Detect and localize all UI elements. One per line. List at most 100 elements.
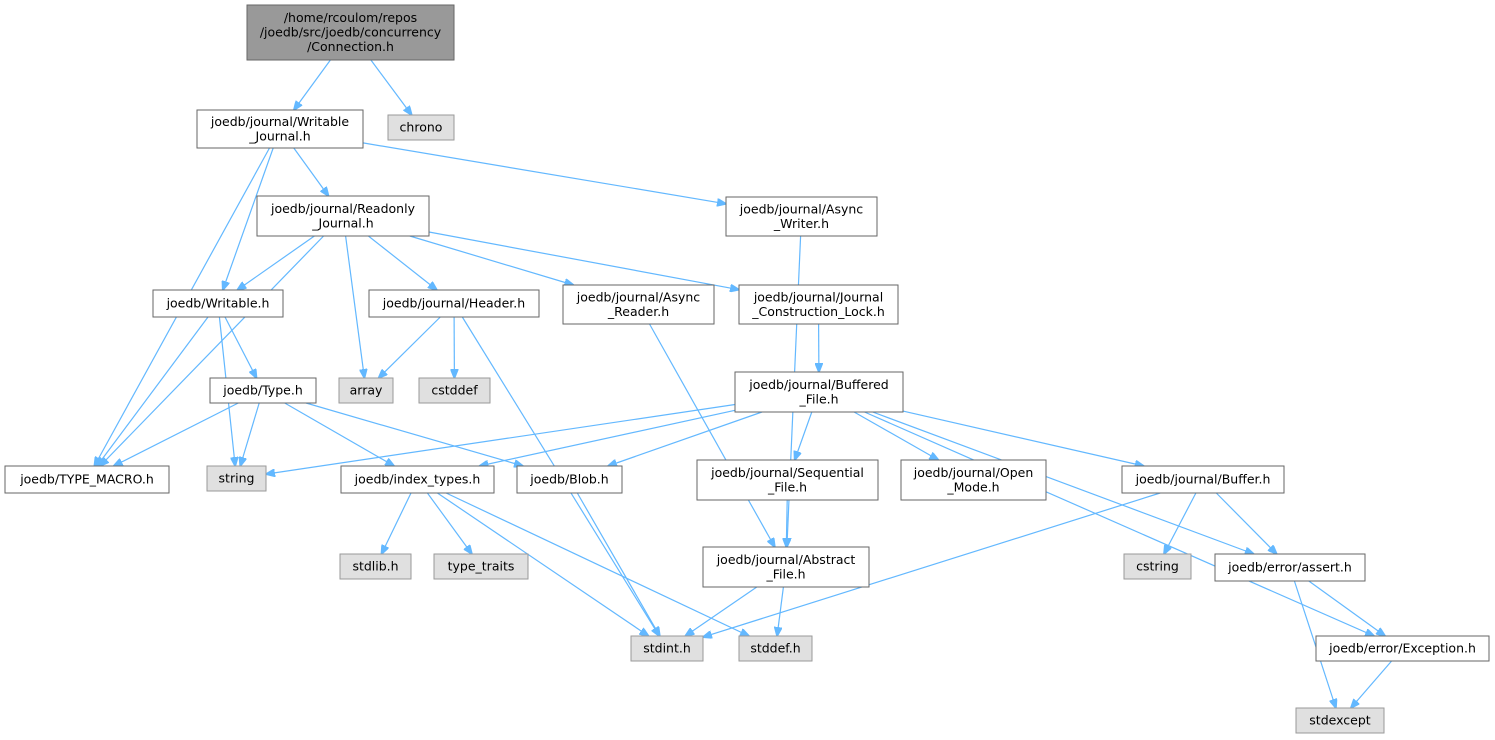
node-box (368, 289, 540, 318)
node-connection: /home/rcoulom/repos/joedb/src/joedb/conc… (246, 4, 455, 61)
edge-buffered_file-to-blob (608, 411, 763, 466)
edge-type-to-index_types (284, 402, 394, 466)
edge-writable_journal-to-async_writer (362, 142, 726, 204)
node-header[interactable]: joedb/journal/Header.h (368, 289, 540, 318)
edge-buffered_file-to-string (266, 403, 736, 475)
edge-index_types-to-type_traits (426, 492, 472, 554)
node-open_mode[interactable]: joedb/journal/Open_Mode.h (900, 459, 1047, 501)
node-index_types[interactable]: joedb/index_types.h (340, 465, 495, 494)
node-box (1214, 553, 1366, 582)
node-label: /Connection.h (307, 39, 394, 54)
edge-readonly_journal-to-async_reader (409, 235, 574, 285)
node-box (696, 459, 879, 501)
edge-buffered_file-to-assert (872, 411, 1254, 554)
node-label: chrono (400, 120, 443, 135)
node-label: joedb/TYPE_MACRO.h (19, 472, 154, 487)
edge-index_types-to-stddef (445, 492, 749, 636)
node-async_writer[interactable]: joedb/journal/Async_Writer.h (725, 196, 878, 237)
node-label: array (350, 383, 383, 398)
node-box (387, 114, 455, 141)
node-label: joedb/error/Exception.h (1328, 641, 1476, 656)
edge-buffered_file-to-buffer (902, 410, 1144, 466)
node-label: stdexcept (1309, 713, 1370, 728)
node-box (562, 284, 715, 325)
node-label: joedb/error/assert.h (1227, 560, 1352, 575)
edge-async_reader-to-abstract_file (648, 323, 775, 547)
node-box (152, 289, 284, 318)
node-async_reader[interactable]: joedb/journal/Async_Reader.h (562, 284, 715, 325)
node-label: cstring (1136, 559, 1179, 574)
edge-index_types-to-stdlib (382, 492, 412, 554)
edge-type-to-type_macro (114, 402, 239, 466)
node-buffer[interactable]: joedb/journal/Buffer.h (1121, 465, 1285, 494)
node-label: _Reader.h (607, 304, 669, 319)
node-box (209, 377, 317, 404)
edge-type-to-string (240, 402, 260, 466)
node-label: _File.h (798, 391, 838, 406)
edge-writable-to-type_macro (97, 316, 209, 466)
node-box (339, 553, 412, 580)
node-box (738, 635, 813, 662)
node-label: joedb/journal/Abstract (716, 552, 856, 567)
node-label: stdlib.h (352, 559, 398, 574)
node-box (4, 465, 170, 494)
node-box (738, 284, 899, 325)
edge-buffered_file-to-exception (864, 411, 1375, 636)
edge-buffer-to-stdint (703, 492, 1161, 637)
edge-assert-to-stdexcept (1293, 580, 1336, 708)
node-label: stddef.h (750, 641, 800, 656)
edge-readonly_journal-to-journal_lock (428, 231, 739, 290)
node-label: joedb/journal/Journal (753, 289, 883, 304)
node-cstring: cstring (1123, 553, 1192, 580)
edge-connection-to-chrono (370, 59, 412, 115)
node-box (725, 196, 878, 237)
edge-type-to-blob (305, 402, 523, 466)
edge-sequential_file-to-abstract_file (786, 499, 787, 547)
node-cstddef: cstddef (418, 377, 491, 404)
node-label: type_traits (448, 559, 515, 574)
edge-writable_journal-to-writable (223, 147, 274, 290)
node-blob[interactable]: joedb/Blob.h (516, 465, 623, 494)
node-label: cstddef (431, 383, 478, 398)
node-box (1121, 465, 1285, 494)
node-label: _Construction_Lock.h (751, 304, 885, 319)
node-abstract_file[interactable]: joedb/journal/Abstract_File.h (702, 546, 870, 588)
node-writable[interactable]: joedb/Writable.h (152, 289, 284, 318)
node-label: _Mode.h (946, 479, 999, 494)
node-type[interactable]: joedb/Type.h (209, 377, 317, 404)
edge-connection-to-writable_journal (294, 59, 331, 110)
node-label: _Journal.h (248, 128, 310, 143)
node-stdint: stdint.h (630, 635, 704, 662)
edge-readonly_journal-to-array (345, 235, 365, 378)
node-journal_lock[interactable]: joedb/journal/Journal_Construction_Lock.… (738, 284, 899, 325)
node-box (338, 377, 394, 404)
node-label: /home/rcoulom/repos (284, 10, 417, 25)
node-stdlib: stdlib.h (339, 553, 412, 580)
node-assert[interactable]: joedb/error/assert.h (1214, 553, 1366, 582)
node-chrono: chrono (387, 114, 455, 141)
edge-readonly_journal-to-header (368, 235, 437, 290)
edge-buffer-to-cstring (1164, 492, 1197, 554)
node-box (900, 459, 1047, 501)
node-box (1123, 553, 1192, 580)
node-box (1295, 707, 1385, 734)
node-readonly_journal[interactable]: joedb/journal/Readonly_Journal.h (256, 195, 430, 237)
node-buffered_file[interactable]: joedb/journal/Buffered_File.h (734, 371, 904, 413)
node-box (196, 109, 364, 149)
edge-buffered_file-to-sequential_file (795, 411, 813, 460)
node-exception[interactable]: joedb/error/Exception.h (1315, 635, 1490, 662)
node-sequential_file[interactable]: joedb/journal/Sequential_File.h (696, 459, 879, 501)
node-label: joedb/journal/Buffer.h (1135, 472, 1271, 487)
node-box (1315, 635, 1490, 662)
node-array: array (338, 377, 394, 404)
edge-writable_journal-to-readonly_journal (293, 147, 329, 196)
edge-blob-to-stdint (576, 492, 660, 636)
node-label: _File.h (765, 566, 805, 581)
node-label: joedb/journal/Sequential (710, 465, 864, 480)
node-writable_journal[interactable]: joedb/journal/Writable_Journal.h (196, 109, 364, 149)
node-type_macro[interactable]: joedb/TYPE_MACRO.h (4, 465, 170, 494)
node-box (256, 195, 430, 237)
node-label: joedb/Type.h (222, 383, 303, 398)
node-label: stdint.h (643, 641, 691, 656)
